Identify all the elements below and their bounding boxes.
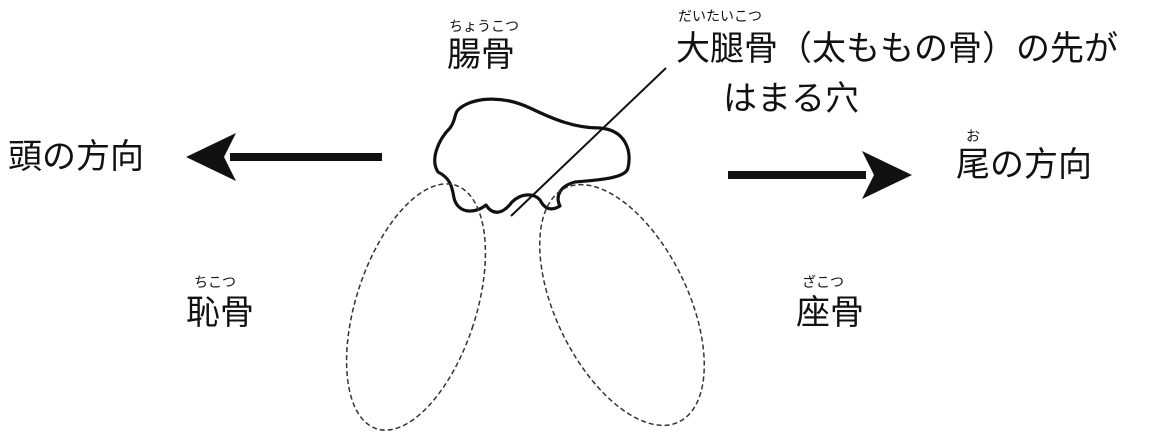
tail-direction-label: 尾の方向 [956,145,1092,185]
ilium-outline [433,97,631,214]
tail-ruby: お [966,129,980,145]
femur-hole-label-line1: 大腿骨（太ももの骨）の先が [676,29,1118,69]
ilium-ruby: ちょうこつ [449,19,519,35]
pubis-ruby: ちこつ [194,275,236,291]
pubis-label: 恥骨 [186,293,254,333]
head-direction-label: 頭の方向 [8,137,144,177]
femur-hole-pointer [510,67,667,217]
head-direction-arrow [186,133,382,181]
ilium-label: 腸骨 [447,35,515,75]
tail-direction-arrow [728,151,912,199]
femur-ruby: だいたいこつ [678,9,762,25]
ischium-ruby: ざこつ [802,275,844,291]
ischium-label: 座骨 [796,293,864,333]
ischium-outline [538,183,706,427]
femur-hole-label-line2: はまる穴 [723,79,859,119]
pubis-outline [345,183,487,431]
